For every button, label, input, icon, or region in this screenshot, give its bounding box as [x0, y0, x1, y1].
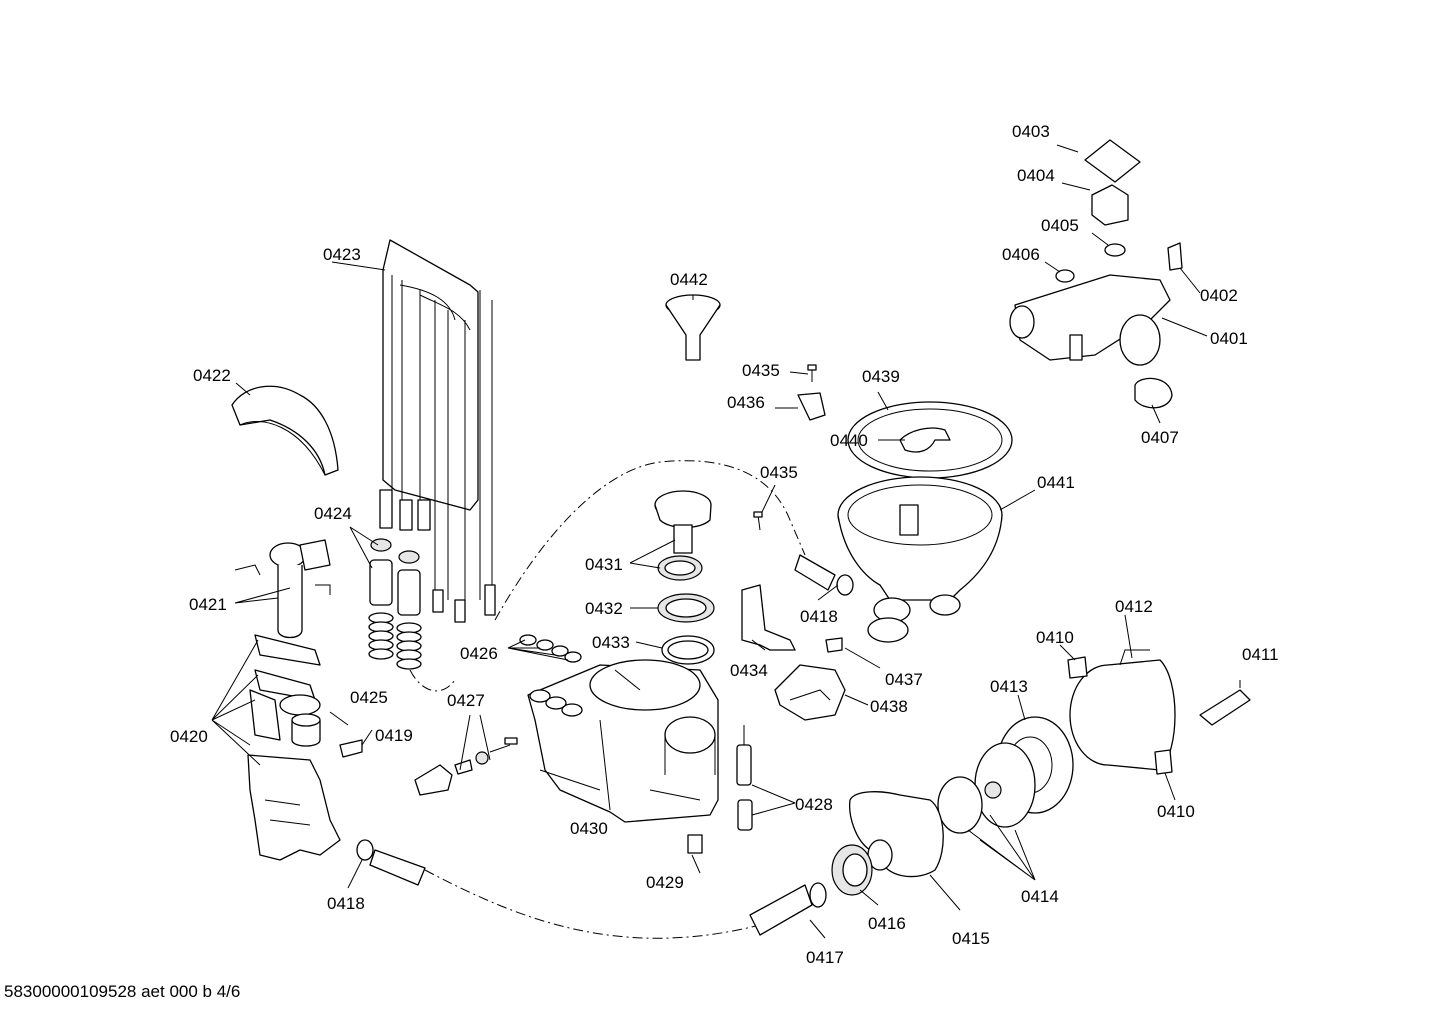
part-0421-sensor: [234, 539, 331, 639]
label-0402: 0402: [1200, 286, 1238, 305]
part-0404-connector: [1091, 184, 1129, 226]
part-0434-bracket: [741, 584, 796, 651]
label-0410-top: 0410: [1036, 628, 1074, 647]
label-0416: 0416: [868, 914, 906, 933]
label-0430: 0430: [570, 819, 608, 838]
label-0426: 0426: [460, 644, 498, 663]
part-0431-cap: [654, 490, 712, 554]
part-0412-pump-motor: [1069, 649, 1176, 771]
part-0442-funnel: [665, 294, 721, 361]
routing-line-left: [409, 669, 456, 692]
part-0410-clip-bottom: [1154, 749, 1173, 775]
part-0430-sump-tank: [527, 659, 719, 823]
label-0423: 0423: [323, 245, 361, 264]
part-0417-hose: [749, 882, 827, 936]
part-0415-pump-housing: [849, 791, 944, 878]
label-0434: 0434: [730, 661, 768, 680]
label-0442: 0442: [670, 270, 708, 289]
label-0435-mid: 0435: [760, 463, 798, 482]
label-0415: 0415: [952, 929, 990, 948]
part-0403-cover: [1084, 139, 1141, 183]
drawing-reference-footer: 58300000109528 aet 000 b 4/6: [4, 982, 240, 1001]
label-0432: 0432: [585, 599, 623, 618]
part-0414-seal-ring: [974, 742, 1036, 828]
label-0439: 0439: [862, 367, 900, 386]
part-0426-orings: [519, 634, 582, 663]
label-0428: 0428: [795, 795, 833, 814]
label-0418-lower: 0418: [327, 894, 365, 913]
label-0418-upper: 0418: [800, 607, 838, 626]
part-0401-valve-block: [1009, 274, 1171, 366]
label-0435-top: 0435: [742, 361, 780, 380]
part-0407-clamp: [1134, 377, 1173, 409]
label-0407: 0407: [1141, 428, 1179, 447]
label-0436: 0436: [727, 393, 765, 412]
part-0419-clip: [329, 711, 363, 758]
part-0435-screw-top: [807, 364, 817, 382]
label-0421: 0421: [189, 595, 227, 614]
routing-line-upper: [494, 460, 806, 621]
label-0431: 0431: [585, 555, 623, 574]
label-0425: 0425: [350, 688, 388, 707]
label-0441: 0441: [1037, 473, 1075, 492]
label-0419: 0419: [375, 726, 413, 745]
label-0406: 0406: [1002, 245, 1040, 264]
part-0420-housing-stack: [247, 634, 341, 861]
part-0437-clip: [825, 637, 843, 653]
label-0437: 0437: [885, 670, 923, 689]
label-0422: 0422: [193, 366, 231, 385]
part-0406-seal-a: [1055, 269, 1075, 283]
part-0414-impeller: [937, 776, 1002, 834]
label-0405: 0405: [1041, 216, 1079, 235]
label-0438: 0438: [870, 697, 908, 716]
part-0429-clip: [687, 834, 703, 854]
part-0405-seal: [1104, 243, 1126, 257]
label-0411: 0411: [1242, 645, 1279, 664]
part-0410-clip-top: [1067, 656, 1088, 679]
part-0424-0425-hoses: [368, 538, 422, 670]
part-0418-hose-lower: [356, 839, 426, 886]
part-0402-clip: [1167, 242, 1183, 271]
label-0412: 0412: [1115, 597, 1153, 616]
part-0416-seal: [831, 844, 873, 896]
label-0420: 0420: [170, 727, 208, 746]
leader-lines: [211, 144, 1241, 939]
label-0410-bottom: 0410: [1157, 802, 1195, 821]
label-0401: 0401: [1210, 329, 1248, 348]
label-0404: 0404: [1017, 166, 1055, 185]
label-0429: 0429: [646, 873, 684, 892]
part-0436-clip: [797, 392, 826, 421]
part-0438-actuator: [774, 664, 846, 721]
part-0428-float: [736, 725, 753, 831]
label-0427: 0427: [447, 691, 485, 710]
label-0424: 0424: [314, 504, 352, 523]
label-0417: 0417: [806, 948, 844, 967]
part-labels: 0403 0404 0405 0406 0402 0401 0407 0442 …: [170, 122, 1279, 967]
part-0435-screw-mid: [753, 511, 763, 531]
label-0413: 0413: [990, 677, 1028, 696]
part-0440-insert: [899, 427, 951, 453]
label-0414: 0414: [1021, 887, 1059, 906]
part-0441-filter-housing: [837, 476, 1003, 623]
label-0440: 0440: [830, 431, 868, 450]
label-0403: 0403: [1012, 122, 1050, 141]
label-0433: 0433: [592, 633, 630, 652]
part-0423-duct-panel: [379, 239, 496, 623]
part-0427-valve: [414, 737, 518, 796]
routing-line-lower: [424, 869, 761, 939]
part-0422-cover: [231, 385, 339, 476]
part-0411-capacitor: [1199, 689, 1251, 726]
part-0418-hose-upper: [794, 554, 909, 643]
